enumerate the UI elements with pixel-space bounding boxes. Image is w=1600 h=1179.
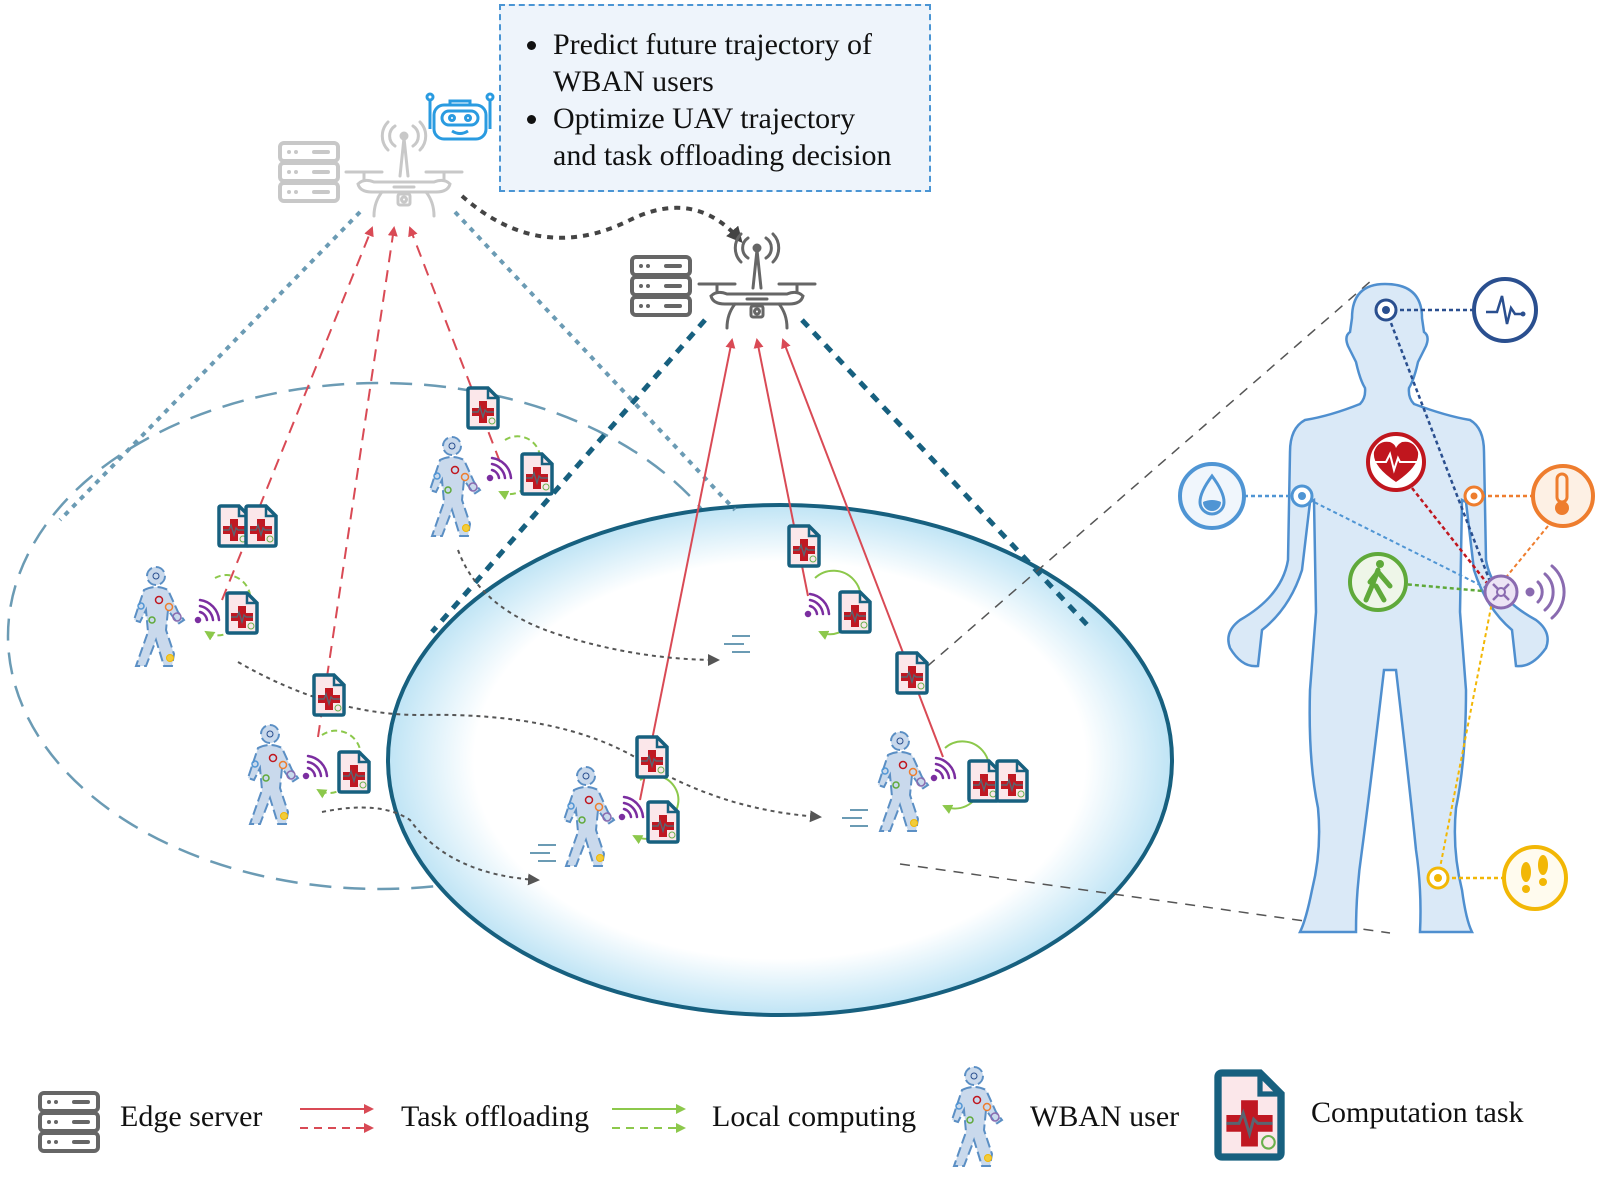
coverage-cone-line [800, 318, 1094, 632]
ecg-pulse-icon [1472, 277, 1538, 343]
uav-trajectory-arrow [460, 194, 743, 244]
legend-task-offloading-label: Task offloading [401, 1100, 590, 1133]
local-computing-legend-icon [612, 1104, 686, 1133]
legend-local-computing-label: Local computing [712, 1100, 917, 1133]
task-offloading-legend-icon [300, 1104, 374, 1133]
wban-user-legend-icon [951, 1066, 1003, 1167]
user-trajectory [321, 806, 540, 886]
wban-user [247, 724, 371, 825]
wban-user [723, 569, 872, 653]
current-uav-edge-server [630, 232, 817, 330]
wban-body-detail [1178, 277, 1595, 934]
previous-uav-edge-server [278, 120, 464, 218]
sensor-hub-icon [1483, 564, 1566, 620]
computation-task [787, 524, 821, 568]
ai-robot-icon [425, 92, 495, 141]
water-drop-icon [1178, 462, 1246, 530]
user-trajectory [457, 549, 720, 666]
computation-task [312, 673, 346, 717]
computation-task [466, 386, 500, 430]
wban-user [841, 731, 1029, 832]
computation-task [635, 735, 669, 779]
footprints-icon [1502, 845, 1568, 911]
edge-server-legend-icon [38, 1091, 100, 1153]
current-coverage-area [386, 503, 1174, 1017]
computation-task-legend-icon [1218, 1073, 1281, 1157]
coverage-cone-line [58, 210, 362, 522]
legend [38, 1066, 1281, 1167]
task-offloading-link [317, 226, 398, 738]
legend-computation-task-label: Computation task [1311, 1096, 1524, 1129]
thermometer-icon [1531, 464, 1595, 528]
coverage-cone-line [430, 318, 707, 634]
task-offloading-link [639, 338, 736, 801]
legend-edge-server-label: Edge server [120, 1100, 263, 1133]
wban-user [133, 566, 259, 667]
legend-wban-user-label: WBAN user [1030, 1100, 1180, 1133]
task-pair [217, 504, 278, 548]
computation-task [895, 651, 929, 695]
zoom-guide-line [899, 279, 1373, 691]
coverage-cone-line [453, 210, 737, 512]
wban-user [429, 435, 554, 537]
walking-person-icon [1348, 552, 1408, 612]
heart-icon [1366, 432, 1426, 492]
